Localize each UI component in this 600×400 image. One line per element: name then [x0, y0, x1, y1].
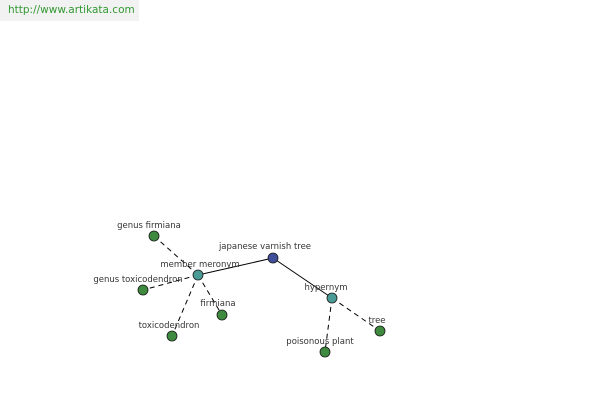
node-toxicodendron[interactable]	[166, 330, 178, 342]
node-label-root: japanese varnish tree	[218, 242, 311, 252]
edge-root-to-member-meronym	[197, 257, 274, 276]
edge-member-meronym-to-genus-firmiana	[153, 235, 199, 276]
graph-labels: japanese varnish tree member meronym hyp…	[93, 221, 385, 347]
node-tree[interactable]	[374, 325, 386, 337]
node-label-hypernym: hypernym	[304, 283, 347, 293]
node-hypernym[interactable]	[326, 292, 338, 304]
node-label-poisonous-plant: poisonous plant	[286, 337, 354, 347]
node-label-genus-firmiana: genus firmiana	[117, 221, 181, 231]
node-label-genus-toxicodendron: genus toxicodendron	[93, 275, 182, 285]
node-root[interactable]	[267, 252, 279, 264]
edge-hypernym-to-tree	[331, 297, 381, 332]
node-member-meronym[interactable]	[192, 269, 204, 281]
graph-nodes	[137, 230, 386, 358]
node-label-toxicodendron: toxicodendron	[139, 321, 200, 331]
edge-member-meronym-to-toxicodendron	[171, 274, 199, 337]
node-genus-toxicodendron[interactable]	[137, 284, 149, 296]
edge-root-to-hypernym	[272, 257, 333, 299]
node-label-tree: tree	[368, 316, 385, 326]
edge-member-meronym-to-firmiana	[197, 274, 223, 316]
node-label-firmiana: firmiana	[200, 299, 235, 309]
node-label-member-meronym: member meronym	[160, 260, 239, 270]
source-url[interactable]: http://www.artikata.com	[0, 0, 139, 21]
node-firmiana[interactable]	[216, 309, 228, 321]
edge-member-meronym-to-genus-toxicodendron	[142, 274, 199, 291]
edge-hypernym-to-poisonous-plant	[324, 297, 333, 353]
node-poisonous-plant[interactable]	[319, 346, 331, 358]
graph-edges	[142, 235, 381, 353]
node-genus-firmiana[interactable]	[148, 230, 160, 242]
